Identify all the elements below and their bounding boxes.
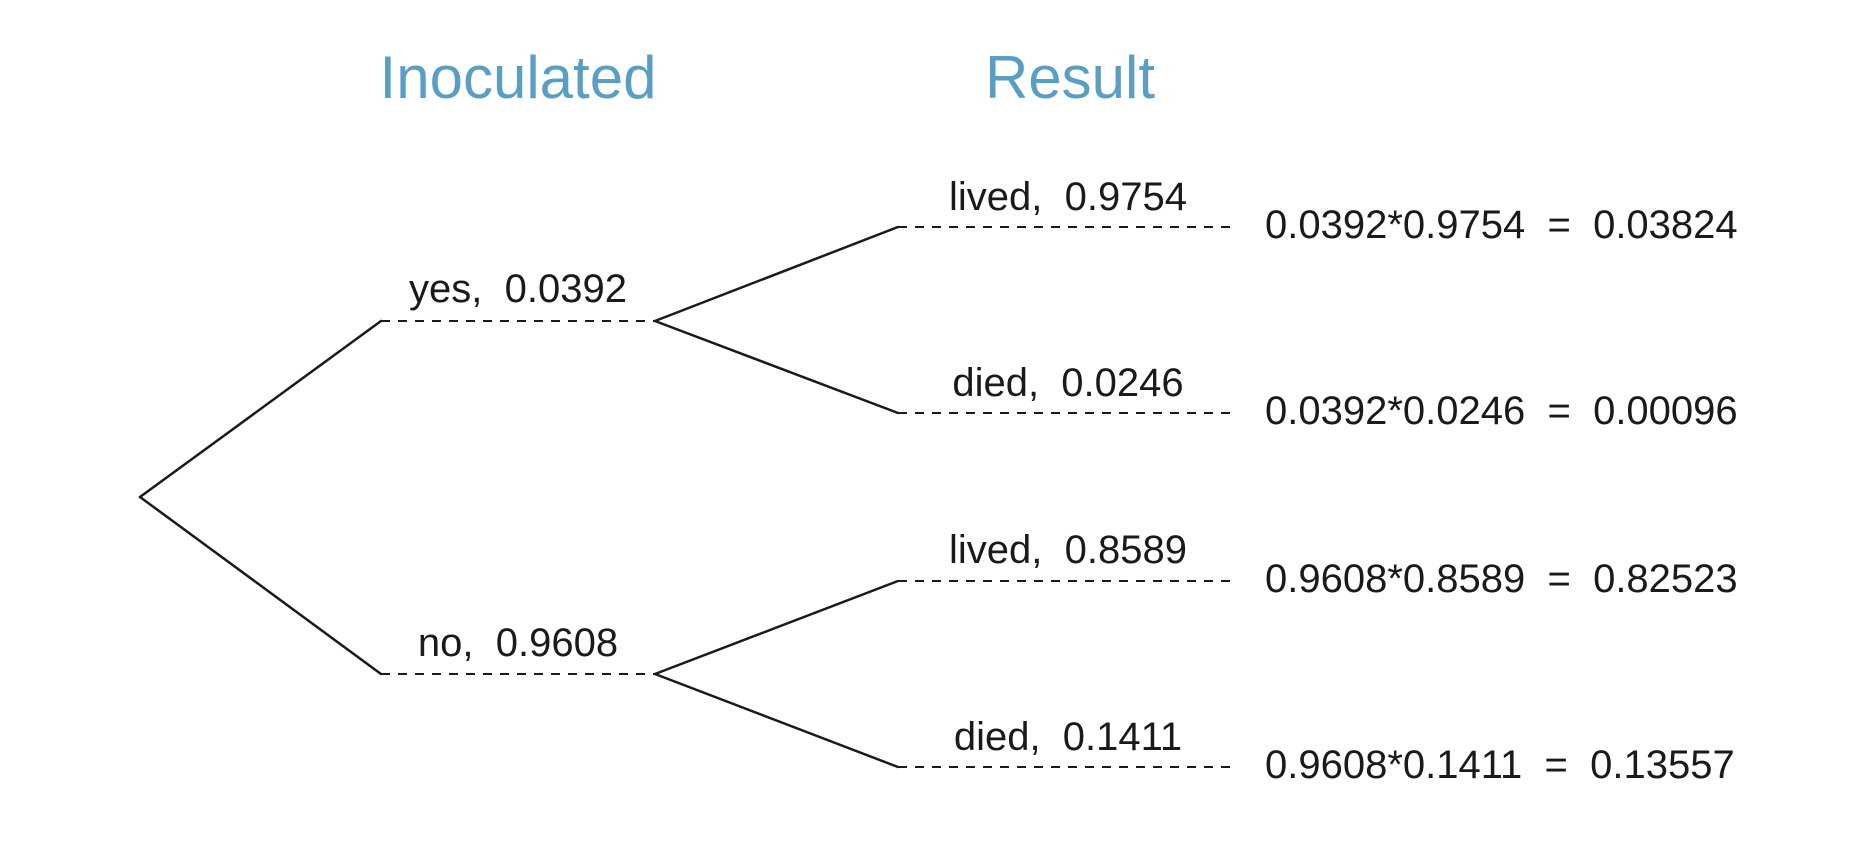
header-result: Result	[985, 44, 1155, 111]
no-to-lived-branch	[653, 579, 900, 676]
outcome-label-yes-died: died, 0.0246	[952, 361, 1183, 405]
root-branch-yes	[138, 319, 383, 499]
product-yes-lived: 0.0392*0.9754 = 0.03824	[1265, 203, 1738, 247]
outcome-label-no-died: died, 0.1411	[954, 715, 1182, 759]
no-to-died-branch	[653, 672, 900, 769]
outcome-label-yes-lived: lived, 0.9754	[949, 175, 1187, 219]
branch-label-no: no, 0.9608	[418, 621, 618, 665]
header-inoculated: Inoculated	[380, 44, 657, 111]
yes-to-lived-branch	[653, 225, 900, 323]
product-no-died: 0.9608*0.1411 = 0.13557	[1265, 743, 1735, 787]
root-branch-no	[138, 495, 383, 676]
product-yes-died: 0.0392*0.0246 = 0.00096	[1265, 389, 1738, 433]
yes-to-died-branch	[653, 319, 900, 415]
product-no-lived: 0.9608*0.8589 = 0.82523	[1265, 557, 1738, 601]
branch-label-yes: yes, 0.0392	[409, 267, 627, 311]
outcome-label-no-lived: lived, 0.8589	[949, 528, 1187, 572]
